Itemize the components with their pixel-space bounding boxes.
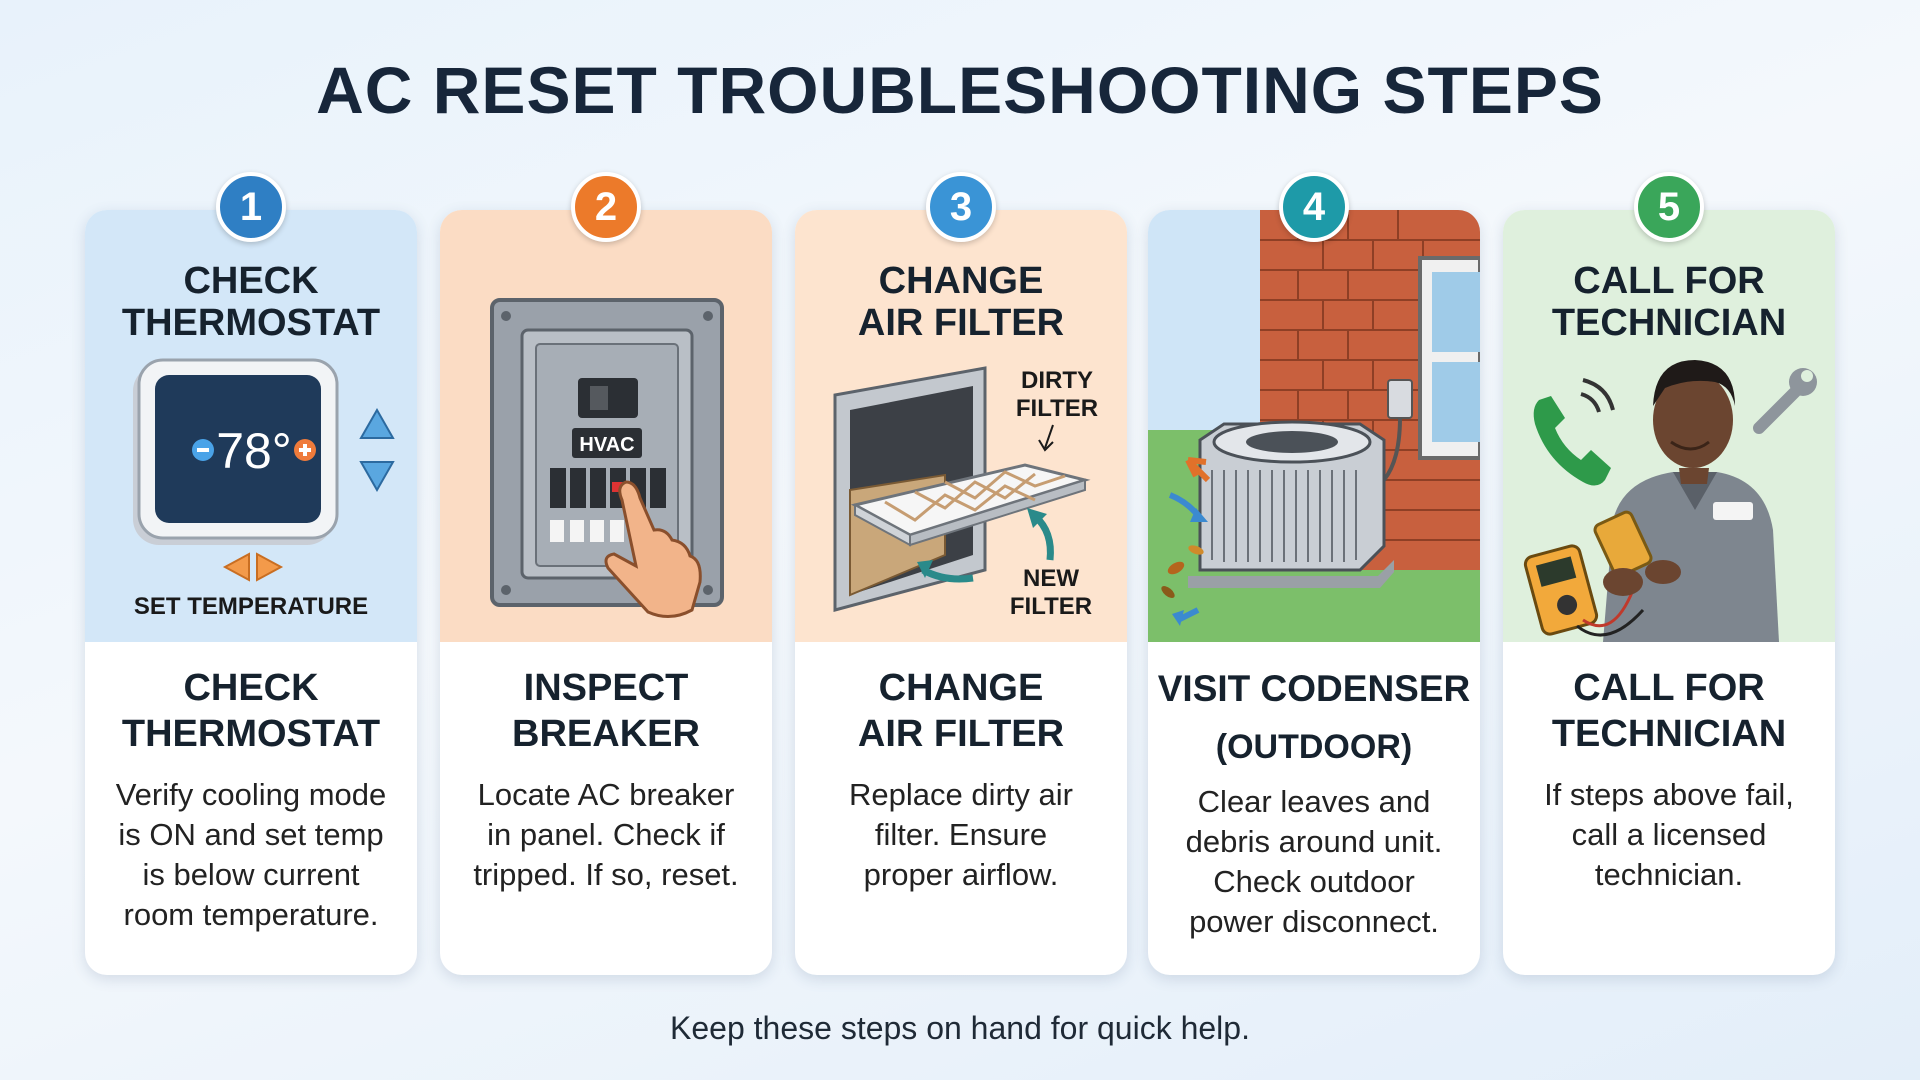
step-2-number-badge: 2	[571, 172, 641, 242]
step-5-title: CALL FOR TECHNICIAN	[1551, 667, 1787, 755]
svg-text:NEW: NEW	[1023, 565, 1079, 592]
technician-illustration	[1523, 360, 1817, 642]
step-3-number-badge: 3	[926, 172, 996, 242]
step-3-top-title: CHANGE AIR FILTER	[857, 260, 1065, 344]
step-2-title: INSPECT BREAKER	[512, 667, 700, 755]
svg-text:DIRTY: DIRTY	[1021, 367, 1093, 394]
step-5-number-badge: 5	[1634, 172, 1704, 242]
step-1-top-title: CHECK THERMOSTAT	[121, 260, 381, 344]
step-3-title: CHANGE AIR FILTER	[857, 667, 1065, 755]
step-2-illustration-panel: HVAC	[440, 210, 772, 642]
arrow-up-icon[interactable]	[359, 407, 395, 439]
breaker-panel-icon: HVAC	[490, 298, 724, 618]
step-1-number-badge: 1	[216, 172, 286, 242]
condenser-unit-icon	[1198, 422, 1386, 572]
handheld-meter	[1593, 510, 1653, 578]
set-temperature-caption: SET TEMPERATURE	[134, 593, 368, 620]
step-5-top-title: CALL FOR TECHNICIAN	[1551, 260, 1787, 344]
step-5-description: If steps above fail, call a licensed tec…	[1544, 777, 1794, 892]
step-1-title: CHECK THERMOSTAT	[121, 667, 381, 755]
leaf-icon	[1161, 457, 1211, 626]
step-card-2: HVAC INSPECT BREAKER Locate AC breaker i…	[440, 210, 772, 975]
phone-icon	[1533, 378, 1615, 486]
step-5-illustration-panel: CALL FOR TECHNICIAN	[1503, 210, 1835, 642]
thermostat-temperature: 78°	[216, 423, 292, 479]
page-title: AC RESET TROUBLESHOOTING STEPS	[316, 53, 1604, 127]
power-disconnect	[1387, 379, 1413, 419]
arrow-down-icon[interactable]	[359, 461, 395, 493]
step-1-illustration-panel: 78° SET TEMPERATURE CHECK THERMOSTAT	[85, 210, 417, 642]
air-filter-icon: DIRTY FILTER NEW FILTER	[833, 366, 1098, 620]
svg-text:FILTER: FILTER	[1010, 593, 1092, 620]
step-3-illustration-panel: DIRTY FILTER NEW FILTER CHANGE AIR FILTE…	[795, 210, 1127, 642]
step-card-5: CALL FOR TECHNICIAN CALL FOR TECHNICIAN …	[1503, 210, 1835, 975]
arrow-left-icon[interactable]	[222, 552, 250, 582]
condenser-illustration	[1148, 210, 1480, 642]
step-2-description: Locate AC breaker in panel. Check if tri…	[473, 777, 739, 892]
step-4-illustration-panel	[1148, 210, 1480, 642]
arrow-right-icon[interactable]	[256, 552, 284, 582]
hvac-label	[572, 428, 642, 458]
wrench-icon	[1753, 368, 1817, 434]
step-card-1: 78° SET TEMPERATURE CHECK THERMOSTAT CHE…	[85, 210, 417, 975]
step-card-3: DIRTY FILTER NEW FILTER CHANGE AIR FILTE…	[795, 210, 1127, 975]
svg-text:FILTER: FILTER	[1016, 395, 1098, 422]
step-4-number-badge: 4	[1279, 172, 1349, 242]
thermostat-illustration: 78° SET TEMPERATURE	[133, 358, 395, 620]
multimeter-icon	[1523, 544, 1645, 637]
hand-pointer-icon	[604, 480, 702, 618]
step-4-description: Clear leaves and debris around unit. Che…	[1185, 784, 1443, 939]
svg-text:HVAC: HVAC	[579, 434, 634, 456]
step-3-description: Replace dirty air filter. Ensure proper …	[849, 777, 1073, 892]
step-4-title: VISIT CODENSER (OUTDOOR)	[1157, 668, 1471, 766]
step-card-4: VISIT CODENSER (OUTDOOR) Clear leaves an…	[1148, 210, 1480, 975]
thermostat-screen	[155, 375, 321, 523]
footer-note: Keep these steps on hand for quick help.	[670, 1010, 1250, 1046]
technician-icon	[1603, 360, 1779, 642]
step-1-description: Verify cooling mode is ON and set temp i…	[115, 777, 387, 932]
